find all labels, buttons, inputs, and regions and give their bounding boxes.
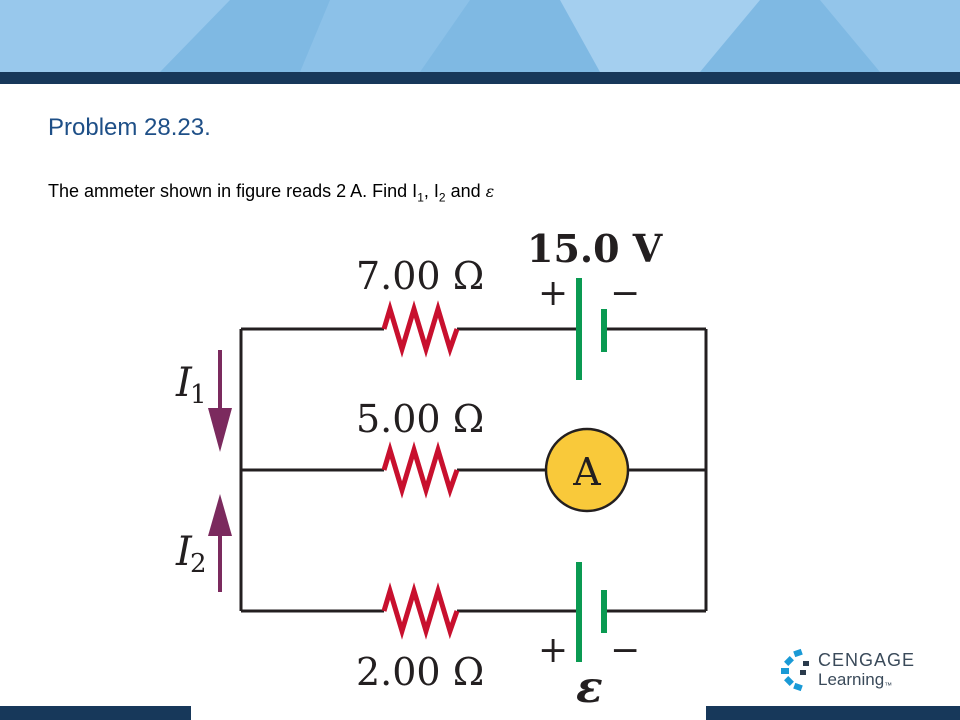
battery-top-plus-sign: + <box>538 273 568 314</box>
battery-bottom-plus-sign: + <box>538 630 568 671</box>
footer-bar-left <box>0 706 191 720</box>
footer-bar-right <box>706 706 960 720</box>
current-i1-letter: I <box>175 360 193 406</box>
resistor-5-ohm <box>381 441 460 499</box>
question-sub-2: 2 <box>438 190 446 205</box>
circuit-wires <box>239 327 708 613</box>
resistor-2-ohm <box>381 582 460 640</box>
current-arrow-i1 <box>208 350 232 452</box>
logo-text-cengage: CENGAGE <box>818 650 916 670</box>
resistor-mid-label: 5.00 Ω <box>356 397 484 441</box>
battery-top-voltage-label: 15.0 V <box>527 226 664 271</box>
battery-bottom <box>576 562 607 662</box>
question-text: The ammeter shown in figure reads 2 A. F… <box>48 181 418 201</box>
battery-top-minus-sign: − <box>610 273 640 314</box>
emf-label: ε <box>576 662 603 713</box>
logo-text-learning: Learning™ <box>818 670 892 690</box>
current-arrow-i2 <box>208 494 232 592</box>
header-banner <box>0 0 960 84</box>
resistor-7-ohm <box>381 300 460 358</box>
question-sub-1: 1 <box>417 190 424 205</box>
problem-statement: The ammeter shown in figure reads 2 A. F… <box>48 181 494 205</box>
logo-text-learning-word: Learning <box>818 670 885 689</box>
current-i2-letter: I <box>175 529 193 575</box>
question-text-mid: , I <box>423 181 439 201</box>
ammeter-label: A <box>572 450 601 494</box>
cengage-logo-mark-icon <box>781 648 809 692</box>
question-text-and: and <box>445 181 486 201</box>
battery-top <box>576 278 607 380</box>
page-title: Problem 28.23. <box>48 114 211 141</box>
current-i1-subscript: 1 <box>190 380 207 410</box>
resistor-bottom-label: 2.00 Ω <box>356 650 484 694</box>
current-i2-subscript: 2 <box>190 549 207 579</box>
battery-bottom-minus-sign: − <box>610 630 640 671</box>
cengage-logo: CENGAGE Learning™ <box>780 648 930 692</box>
resistor-top-label: 7.00 Ω <box>356 254 484 298</box>
logo-trademark: ™ <box>884 681 893 690</box>
ammeter <box>544 427 630 513</box>
question-emf-symbol: ε <box>485 182 495 201</box>
